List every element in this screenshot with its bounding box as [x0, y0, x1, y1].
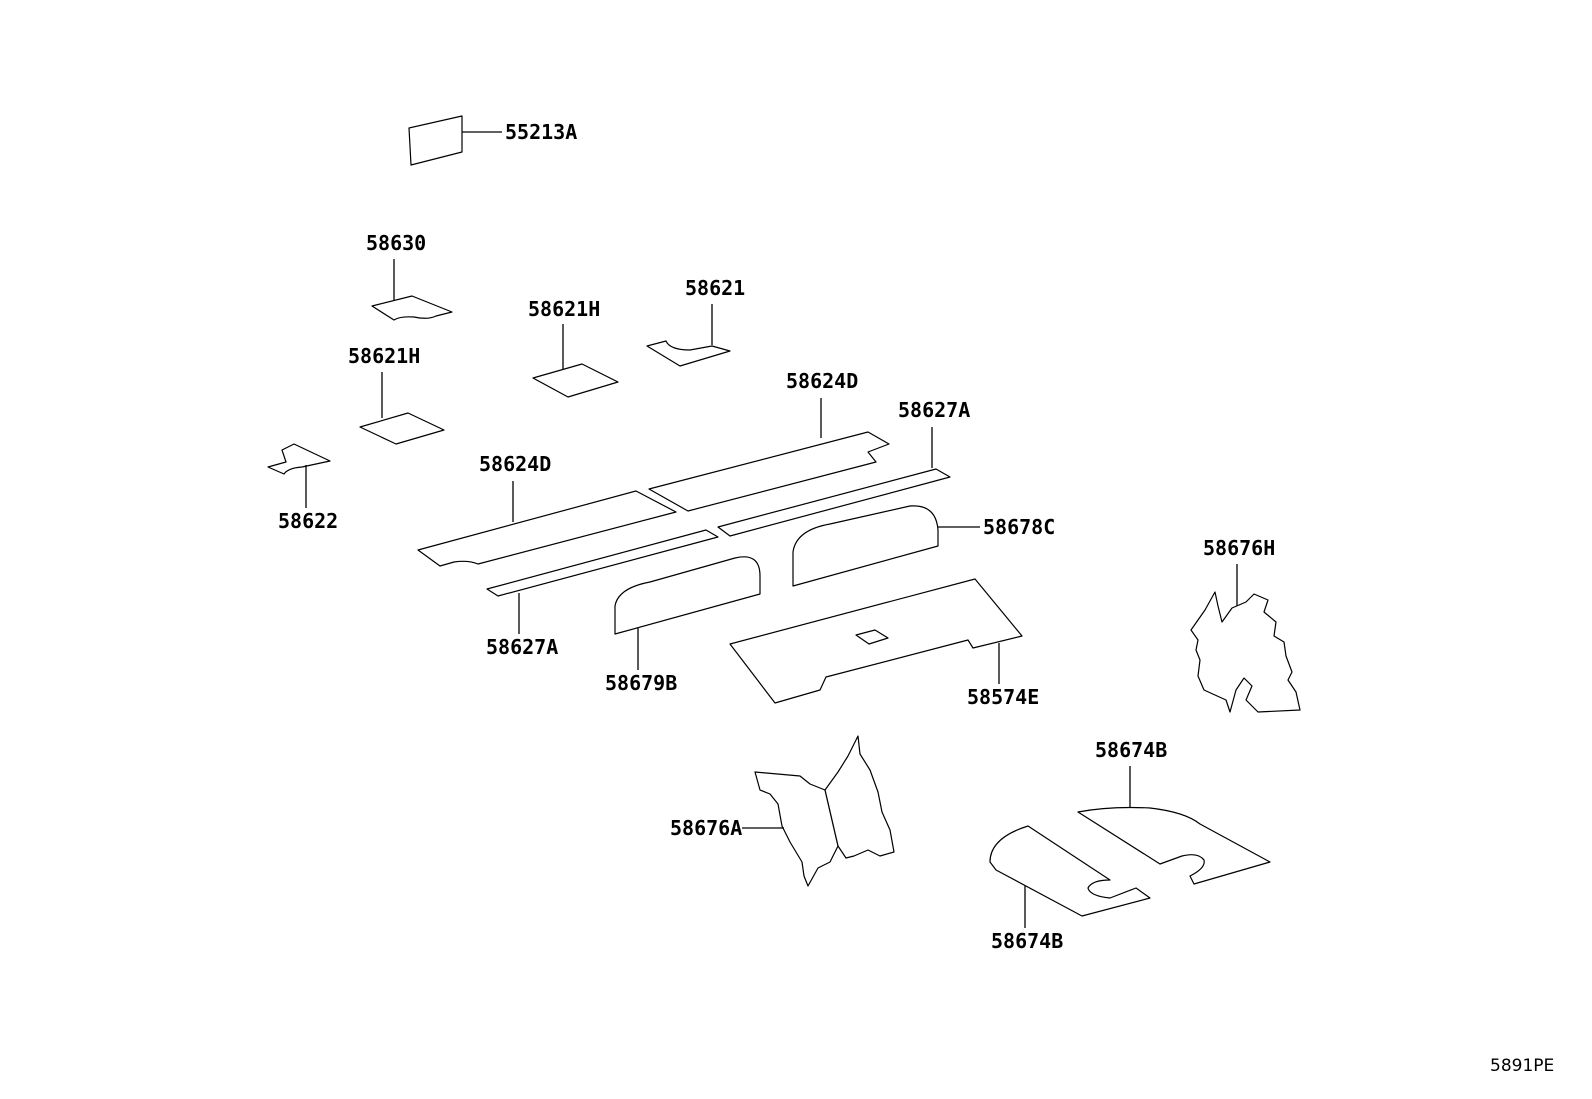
part-58674B-lower[interactable]	[989, 825, 1151, 917]
part-58621H-upper[interactable]	[532, 363, 619, 398]
callout-58627A-left[interactable]: 58627A	[486, 635, 558, 659]
callout-58624D-left[interactable]: 58624D	[479, 452, 551, 476]
part-58676A[interactable]	[754, 735, 895, 887]
callout-labels: 55213A 58630 58621H 58621 58621H 58622 5…	[278, 120, 1275, 953]
part-58624D-right[interactable]	[648, 431, 890, 512]
callout-58674B-upper[interactable]: 58674B	[1095, 738, 1167, 762]
part-58676H[interactable]	[1190, 591, 1301, 713]
part-58678C[interactable]	[792, 505, 939, 587]
callout-58621H-upper[interactable]: 58621H	[528, 297, 600, 321]
callout-58674B-lower[interactable]: 58674B	[991, 929, 1063, 953]
callout-58621[interactable]: 58621	[685, 276, 745, 300]
callout-58678C[interactable]: 58678C	[983, 515, 1055, 539]
part-58674B-upper[interactable]	[1077, 806, 1271, 885]
part-58621[interactable]	[646, 340, 731, 367]
part-shapes	[267, 115, 1301, 917]
leader-lines	[305, 131, 1238, 928]
callout-58630[interactable]: 58630	[366, 231, 426, 255]
callout-58574E[interactable]: 58574E	[967, 685, 1039, 709]
part-58627A-left[interactable]	[486, 529, 719, 597]
part-58679B[interactable]	[614, 556, 761, 635]
callout-58627A-right[interactable]: 58627A	[898, 398, 970, 422]
callout-58676H[interactable]: 58676H	[1203, 536, 1275, 560]
part-58574E-hole	[855, 629, 889, 645]
callout-58621H-lower[interactable]: 58621H	[348, 344, 420, 368]
part-58627A-right[interactable]	[717, 468, 951, 537]
diagram-code: 5891PE	[1490, 1056, 1554, 1076]
part-58622[interactable]	[267, 443, 331, 475]
part-58624D-left[interactable]	[417, 490, 677, 567]
part-58676A-fold	[824, 789, 839, 847]
callout-58622[interactable]: 58622	[278, 509, 338, 533]
part-58630[interactable]	[371, 295, 453, 321]
part-58621H-lower[interactable]	[359, 412, 445, 445]
part-55213A[interactable]	[408, 115, 463, 166]
callout-58676A[interactable]: 58676A	[670, 816, 742, 840]
callout-55213A[interactable]: 55213A	[505, 120, 577, 144]
callout-58624D-right[interactable]: 58624D	[786, 369, 858, 393]
callout-58679B[interactable]: 58679B	[605, 671, 677, 695]
